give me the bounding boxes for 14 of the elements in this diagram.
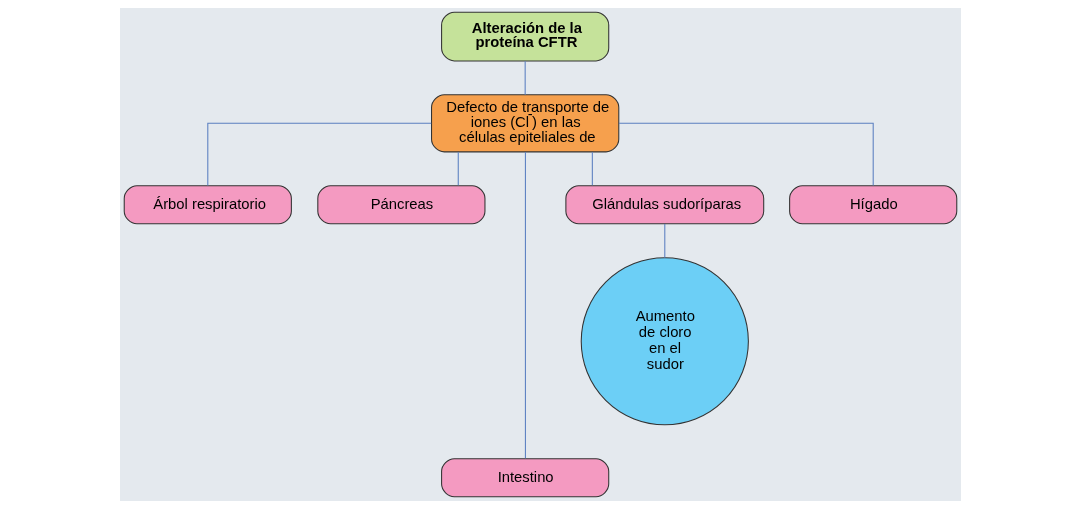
node-box: Alteración de la proteína CFTR [440,11,609,62]
connector [206,122,432,186]
connector [663,223,665,259]
node-box: Intestino [440,458,609,498]
connector [617,122,874,186]
connector [457,151,459,186]
connector [591,151,593,186]
node-box: Glándulas sudoríparas [564,185,764,225]
node-box: Árbol respiratorio [123,185,292,225]
node-box: Páncreas [316,185,485,225]
node-circle: Aumento de cloro en el sudor [580,257,749,426]
connector [524,151,526,459]
connector [524,60,526,96]
node-box: Hígado [788,185,957,225]
